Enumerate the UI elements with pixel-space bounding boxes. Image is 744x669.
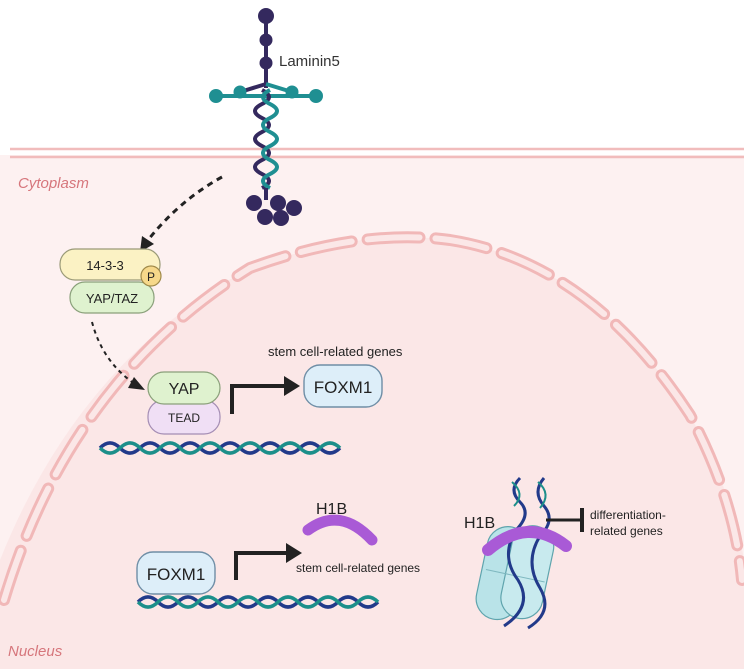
protein-14-3-3 xyxy=(59,248,161,281)
protein-yaptaz-label: YAP/TAZ xyxy=(86,291,138,306)
protein-yap xyxy=(147,371,221,405)
cytoplasm-label: Cytoplasm xyxy=(18,175,89,192)
foxm1-factor-label: FOXM1 xyxy=(147,565,206,584)
dna-strand-upper xyxy=(98,441,342,455)
protein-yaptaz xyxy=(69,281,155,314)
diff-genes-label-line1: differentiation- xyxy=(590,508,666,522)
protein-yap-label: YAP xyxy=(169,381,200,398)
protein-14-3-3-label: 14-3-3 xyxy=(86,258,124,273)
foxm1-factor xyxy=(136,551,216,595)
laminin5-label: Laminin5 xyxy=(279,53,340,70)
plasma-membrane xyxy=(10,147,744,159)
activation-arrow-top xyxy=(230,376,300,414)
yap-tead-complex: TEAD YAP xyxy=(147,371,221,435)
phosphate-label: P xyxy=(147,270,155,284)
dna-strand-lower xyxy=(136,595,380,609)
protein-tead-label: TEAD xyxy=(168,411,200,425)
phosphate-group xyxy=(140,265,162,287)
stem-genes-label-bottom: stem cell-related genes xyxy=(296,561,420,575)
yaptaz-complex: 14-3-3 YAP/TAZ P xyxy=(59,248,162,314)
laminin5-protein xyxy=(209,8,323,226)
inhibition-arrow xyxy=(546,508,584,532)
foxm1-target-label: FOXM1 xyxy=(314,378,373,397)
foxm1-target-gene xyxy=(303,364,383,408)
signal-arrow-1 xyxy=(140,175,223,252)
nucleus-label: Nucleus xyxy=(8,643,63,660)
h1b-bound-protein xyxy=(482,526,572,556)
stem-genes-label-top: stem cell-related genes xyxy=(268,344,403,359)
h1b-bound-label: H1B xyxy=(464,515,495,532)
activation-arrow-bottom xyxy=(234,543,302,580)
diff-genes-label-line2: related genes xyxy=(590,524,663,538)
extracellular-space xyxy=(0,0,744,148)
h1b-free-protein xyxy=(302,514,378,546)
nuclear-envelope xyxy=(0,231,744,606)
h1b-free-label: H1B xyxy=(316,501,347,518)
signal-arrow-2 xyxy=(91,321,145,390)
